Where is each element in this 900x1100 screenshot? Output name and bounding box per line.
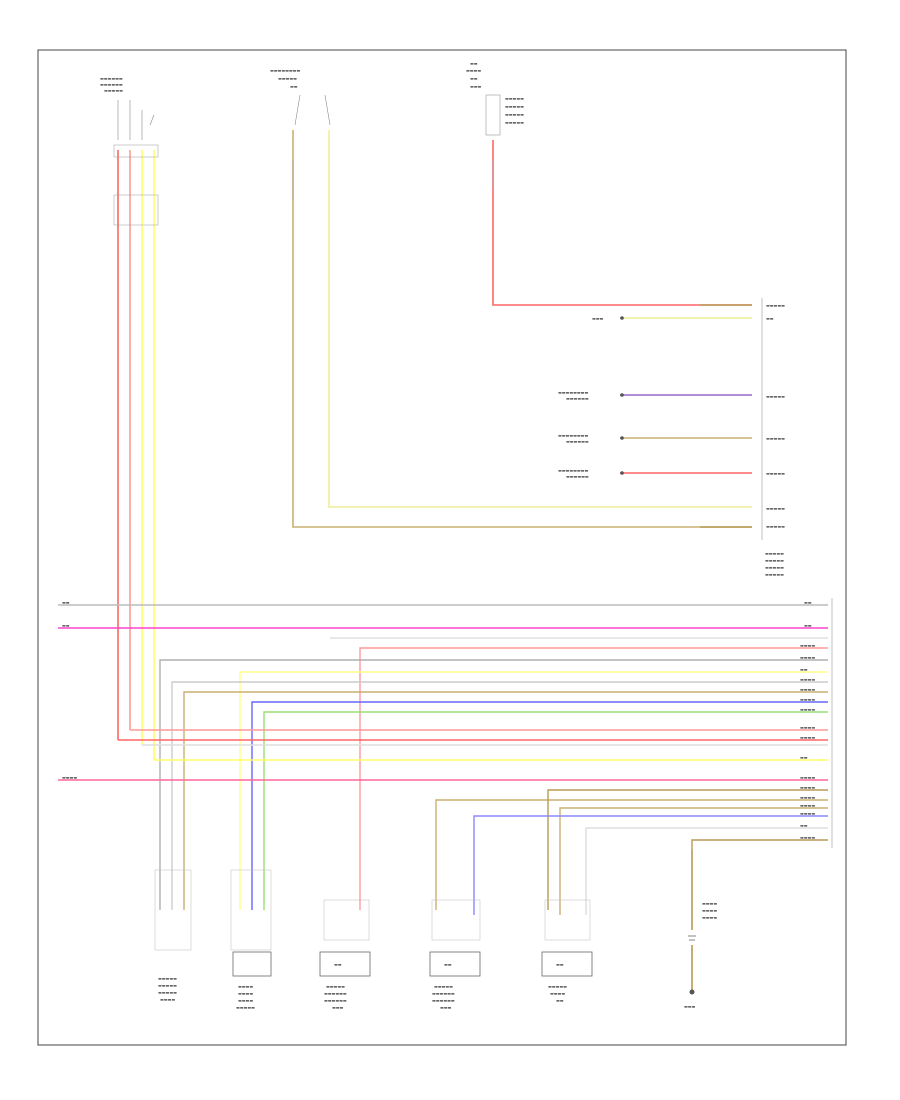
svg-text:▬▬▬▬: ▬▬▬▬ [160,997,175,1002]
svg-text:▬▬: ▬▬ [444,962,452,967]
svg-text:▬▬▬▬: ▬▬▬▬ [238,998,253,1003]
svg-text:▬▬▬▬▬: ▬▬▬▬▬ [766,436,785,441]
svg-text:▬▬: ▬▬ [62,600,70,605]
svg-text:▬▬▬▬: ▬▬▬▬ [550,991,565,996]
top-left-sensor-wires [113,144,159,760]
svg-text:▬▬▬▬: ▬▬▬▬ [800,835,815,840]
svg-text:▬▬▬▬: ▬▬▬▬ [800,775,815,780]
svg-text:▬▬▬▬▬: ▬▬▬▬▬ [766,471,785,476]
top-left-sensor: ▬▬▬▬▬▬ ▬▬▬▬▬▬ ▬▬▬▬▬ [100,76,155,140]
svg-text:▬▬▬▬▬: ▬▬▬▬▬ [104,88,123,93]
top-right-wire [492,140,752,306]
svg-text:▬▬▬▬▬▬▬▬: ▬▬▬▬▬▬▬▬ [270,68,300,73]
svg-text:▬▬▬▬: ▬▬▬▬ [238,991,253,996]
svg-text:▬▬: ▬▬ [290,84,298,89]
svg-text:▬▬▬▬▬▬: ▬▬▬▬▬▬ [100,76,123,81]
svg-text:▬▬▬▬▬: ▬▬▬▬▬ [505,120,524,125]
svg-text:▬▬: ▬▬ [804,600,812,605]
svg-text:▬▬▬▬: ▬▬▬▬ [702,915,717,920]
svg-text:▬▬▬▬▬: ▬▬▬▬▬ [548,984,567,989]
svg-text:▬▬▬: ▬▬▬ [440,1005,452,1010]
svg-text:▬▬: ▬▬ [470,76,478,81]
svg-text:▬▬▬▬▬: ▬▬▬▬▬ [158,990,177,995]
svg-text:▬▬▬▬▬: ▬▬▬▬▬ [505,96,524,101]
svg-text:▬▬▬▬▬▬: ▬▬▬▬▬▬ [324,991,347,996]
svg-text:▬▬▬▬: ▬▬▬▬ [800,687,815,692]
svg-text:▬▬▬▬▬: ▬▬▬▬▬ [505,104,524,109]
svg-text:▬▬▬▬▬▬: ▬▬▬▬▬▬ [100,82,123,87]
svg-text:▬▬: ▬▬ [800,667,808,672]
bus-lines [58,604,828,915]
ecm-connector-upper: ▬▬▬▬▬ ▬▬ ▬▬▬▬▬ ▬▬▬▬▬ ▬▬▬▬▬ ▬▬▬▬▬ ▬▬▬▬▬ ▬… [761,298,785,577]
svg-text:▬▬▬▬▬: ▬▬▬▬▬ [765,565,784,570]
svg-text:▬▬▬: ▬▬▬ [332,1005,344,1010]
svg-text:▬▬▬▬: ▬▬▬▬ [800,785,815,790]
svg-text:▬▬: ▬▬ [470,61,478,66]
svg-text:▬▬: ▬▬ [800,755,808,760]
svg-text:▬▬▬▬▬: ▬▬▬▬▬ [765,572,784,577]
svg-text:▬▬: ▬▬ [800,823,808,828]
svg-text:▬▬▬▬▬: ▬▬▬▬▬ [278,76,297,81]
svg-text:▬▬▬▬▬: ▬▬▬▬▬ [766,394,785,399]
svg-text:▬▬▬▬: ▬▬▬▬ [800,725,815,730]
top-right-sensor: ▬▬ ▬▬▬▬ ▬▬ ▬▬▬ ▬▬▬▬▬ ▬▬▬▬▬ ▬▬▬▬▬ ▬▬▬▬▬ [466,61,524,136]
svg-text:▬▬▬▬: ▬▬▬▬ [702,901,717,906]
svg-text:▬▬▬▬▬: ▬▬▬▬▬ [158,976,177,981]
svg-text:▬▬▬▬▬▬: ▬▬▬▬▬▬ [432,991,455,996]
svg-text:▬▬▬▬▬▬▬▬: ▬▬▬▬▬▬▬▬ [558,468,588,473]
svg-text:▬▬▬▬▬: ▬▬▬▬▬ [765,558,784,563]
ecm-upper-branches [620,304,752,528]
svg-text:▬▬▬▬: ▬▬▬▬ [800,643,815,648]
svg-text:▬▬: ▬▬ [334,962,342,967]
svg-text:▬▬▬▬: ▬▬▬▬ [800,677,815,682]
svg-text:▬▬: ▬▬ [556,962,564,967]
svg-text:▬▬: ▬▬ [62,623,70,628]
bottom-sensor-5: ▬▬ ▬▬▬▬▬ ▬▬▬▬ ▬▬ [541,899,593,1003]
bottom-sensor-3: ▬▬ ▬▬▬▬▬ ▬▬▬▬▬▬ ▬▬▬▬▬▬ ▬▬▬ [319,899,371,1010]
svg-text:▬▬▬▬▬: ▬▬▬▬▬ [766,303,785,308]
svg-text:▬▬▬: ▬▬▬ [592,316,604,321]
svg-text:▬▬▬▬: ▬▬▬▬ [466,68,481,73]
svg-text:▬▬▬: ▬▬▬ [470,84,482,89]
diagram-frame [37,49,847,1046]
svg-text:▬▬▬▬▬: ▬▬▬▬▬ [766,524,785,529]
svg-text:▬▬▬▬▬▬: ▬▬▬▬▬▬ [566,396,589,401]
bus-labels: ▬▬ ▬▬ ▬▬▬▬ ▬▬ ▬▬ ▬▬▬▬ ▬▬▬▬ ▬▬ ▬▬▬▬ ▬▬▬▬ … [62,600,815,840]
svg-text:▬▬▬▬: ▬▬▬▬ [238,984,253,989]
svg-text:▬▬▬▬▬▬: ▬▬▬▬▬▬ [566,439,589,444]
top-mid-sensor-wires [292,130,752,528]
svg-text:▬▬▬▬: ▬▬▬▬ [62,775,77,780]
svg-text:▬▬▬▬▬: ▬▬▬▬▬ [434,984,453,989]
svg-text:▬▬▬▬: ▬▬▬▬ [702,908,717,913]
bottom-sensor-2: ▬▬▬▬ ▬▬▬▬ ▬▬▬▬ ▬▬▬▬▬ [230,869,272,1010]
svg-text:▬▬▬▬▬: ▬▬▬▬▬ [158,983,177,988]
svg-text:▬▬▬: ▬▬▬ [684,1004,696,1009]
svg-text:▬▬▬▬: ▬▬▬▬ [800,795,815,800]
svg-text:▬▬▬▬▬▬: ▬▬▬▬▬▬ [566,474,589,479]
svg-text:▬▬▬▬▬: ▬▬▬▬▬ [236,1005,255,1010]
bottom-sensor-4: ▬▬ ▬▬▬▬▬ ▬▬▬▬▬▬ ▬▬▬▬▬▬ ▬▬▬ [429,899,481,1010]
svg-text:▬▬▬▬▬: ▬▬▬▬▬ [505,112,524,117]
svg-text:▬▬: ▬▬ [556,998,564,1003]
svg-text:▬▬▬▬▬▬▬▬: ▬▬▬▬▬▬▬▬ [558,433,588,438]
svg-text:▬▬▬▬: ▬▬▬▬ [800,811,815,816]
ground: ▬▬▬▬ ▬▬▬▬ ▬▬▬▬ ▬▬▬ [684,850,717,1009]
svg-text:▬▬▬▬▬▬: ▬▬▬▬▬▬ [324,998,347,1003]
svg-text:▬▬▬▬: ▬▬▬▬ [800,655,815,660]
svg-text:▬▬▬▬▬: ▬▬▬▬▬ [766,506,785,511]
bottom-sensor-1: ▬▬▬▬▬ ▬▬▬▬▬ ▬▬▬▬▬ ▬▬▬▬ [154,869,192,1002]
svg-text:▬▬: ▬▬ [766,316,774,321]
top-mid-sensor: ▬▬▬▬▬▬▬▬ ▬▬▬▬▬ ▬▬ [270,68,331,126]
svg-text:▬▬▬▬▬: ▬▬▬▬▬ [326,984,345,989]
svg-text:▬▬▬▬▬▬▬▬: ▬▬▬▬▬▬▬▬ [558,390,588,395]
svg-text:▬▬▬▬: ▬▬▬▬ [800,735,815,740]
svg-text:▬▬▬▬▬: ▬▬▬▬▬ [765,551,784,556]
svg-text:▬▬▬▬: ▬▬▬▬ [800,803,815,808]
svg-text:▬▬▬▬: ▬▬▬▬ [800,697,815,702]
ecm-upper-labels: ▬▬▬ ▬▬▬▬▬▬▬▬ ▬▬▬▬▬▬ ▬▬▬▬▬▬▬▬ ▬▬▬▬▬▬ ▬▬▬▬… [558,316,624,479]
svg-text:▬▬: ▬▬ [804,623,812,628]
svg-text:▬▬▬▬▬▬: ▬▬▬▬▬▬ [432,998,455,1003]
svg-text:▬▬▬▬: ▬▬▬▬ [800,707,815,712]
